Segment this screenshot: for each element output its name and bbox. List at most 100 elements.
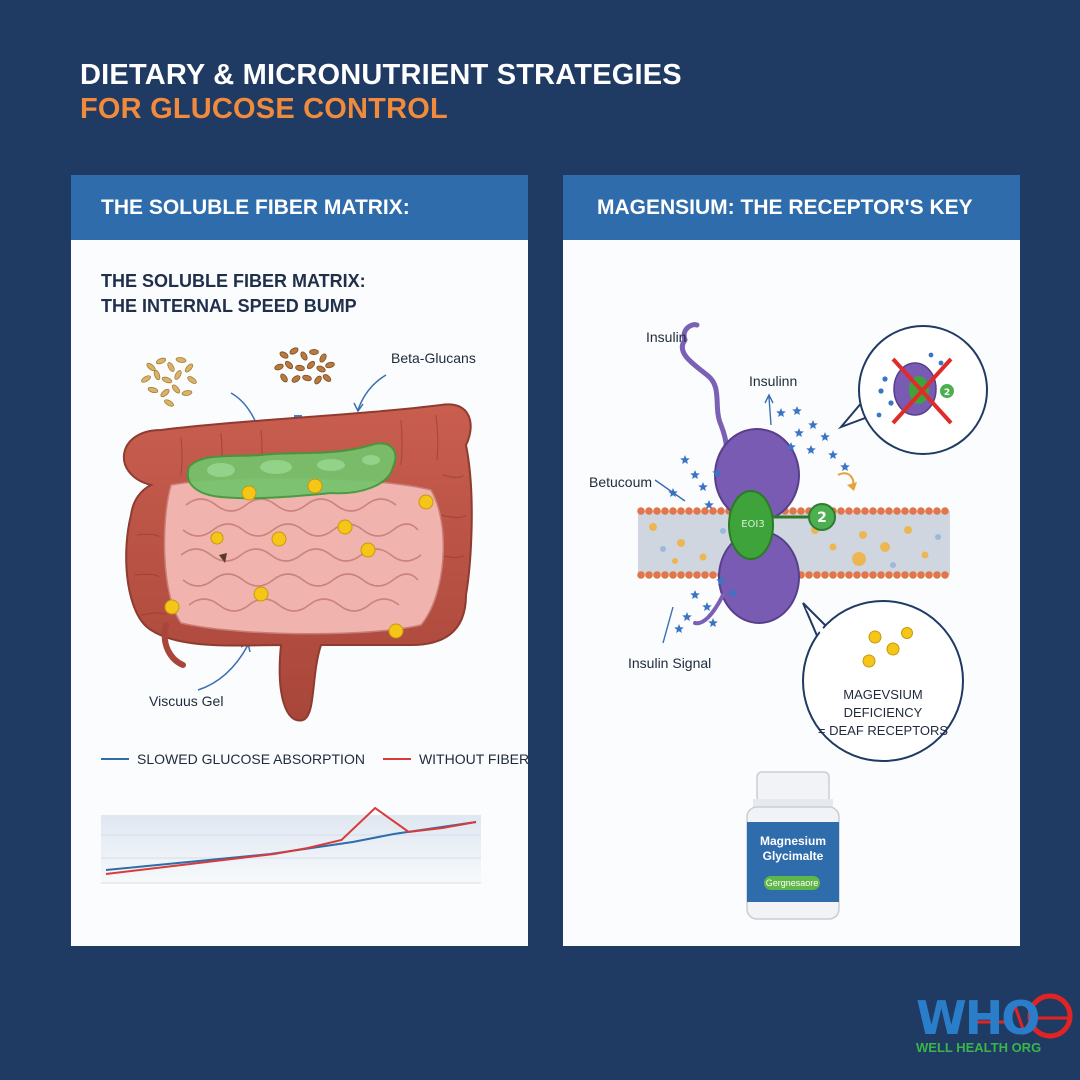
- title-line-1: DIETARY & MICRONUTRIENT STRATEGIES: [80, 59, 682, 91]
- bottle-name-line-1: Magnesium: [759, 834, 826, 848]
- magnesium-badge-label: 2: [817, 510, 827, 526]
- membrane-bead: [933, 571, 941, 579]
- membrane-bead: [797, 507, 805, 515]
- chart-legend: SLOWED GLUCOSE ABSORPTION WITHOUT FIBER: [101, 751, 547, 767]
- insulin-molecule: [792, 406, 802, 415]
- membrane-bead: [917, 507, 925, 515]
- membrane-bead: [837, 571, 845, 579]
- label-betucoum: Betucoum: [589, 474, 653, 490]
- membrane-bead: [709, 571, 717, 579]
- membrane-bead: [933, 507, 941, 515]
- legend-slowed-label: SLOWED GLUCOSE ABSORPTION: [137, 751, 365, 767]
- membrane-bead: [701, 507, 709, 515]
- title-line-2: FOR GLUCOSE CONTROL: [80, 93, 448, 125]
- insulin-molecule: [708, 618, 718, 627]
- insulin-molecule: [704, 500, 714, 509]
- membrane-bead: [885, 571, 893, 579]
- insulin-molecule: [712, 468, 722, 477]
- arrow-betucoum: [654, 479, 686, 502]
- insulin-molecule: [702, 602, 712, 611]
- deficiency-callout: [802, 600, 964, 762]
- membrane-bead: [885, 507, 893, 515]
- chart-plot-area: [101, 815, 481, 883]
- insulin-molecule: [728, 588, 738, 597]
- supplement-bottle-icon: [746, 771, 840, 920]
- magnesium-panel: MAGENSIUM: THE RECEPTOR'S KEY: [563, 175, 1020, 946]
- page-title: DIETARY & MICRONUTRIENT STRATEGIES FOR G…: [80, 58, 682, 126]
- membrane-bead: [661, 571, 669, 579]
- fiber-panel: THE SOLUBLE FIBER MATRIX: THE SOLUBLE FI…: [71, 175, 529, 946]
- legend-swatch-red: [382, 758, 411, 760]
- membrane-bead: [661, 507, 669, 515]
- barley-icon: [274, 347, 335, 385]
- insulin-molecule: [820, 432, 830, 441]
- bottle-label: Magnesium Glycimalte: [748, 834, 838, 864]
- deficiency-callout-text: MAGEVSIUM DEFICIENCY = DEAF RECEPTORS: [808, 686, 958, 740]
- membrane-bead: [893, 571, 901, 579]
- blocked-receptor-callout: [837, 325, 988, 455]
- membrane-bead: [869, 571, 877, 579]
- membrane-bead: [845, 507, 853, 515]
- logo-subtitle: WELL HEALTH ORG: [916, 1040, 1042, 1055]
- membrane-bead: [709, 507, 717, 515]
- insulin-molecule: [828, 450, 838, 459]
- insulin-molecule: [840, 462, 850, 471]
- membrane-bead: [925, 571, 933, 579]
- membrane-bead: [653, 507, 661, 515]
- insulin-chain: [680, 337, 729, 468]
- series-line-1: [105, 806, 477, 875]
- membrane-bead: [645, 507, 653, 515]
- membrane-bead: [877, 507, 885, 515]
- membrane-bead: [789, 507, 797, 515]
- fiber-subtitle-line-2: THE INTERNAL SPEED BUMP: [101, 296, 357, 316]
- insulin-molecule: [674, 624, 684, 633]
- magnesium-ion-icon: [808, 503, 836, 531]
- label-insulin-signal: Insulin Signal: [628, 655, 712, 671]
- fiber-panel-header: THE SOLUBLE FIBER MATRIX:: [71, 175, 528, 240]
- membrane-bead: [693, 571, 701, 579]
- membrane-bead: [685, 507, 693, 515]
- fiber-subtitle-line-1: THE SOLUBLE FIBER MATRIX:: [101, 271, 366, 291]
- membrane-bead: [837, 507, 845, 515]
- membrane-bead: [685, 571, 693, 579]
- membrane-bead: [669, 507, 677, 515]
- glucose-molecules: [164, 478, 434, 639]
- membrane-bead: [693, 507, 701, 515]
- insulin-receptor: [693, 428, 813, 626]
- logo-mark-icon: [972, 993, 1073, 1039]
- membrane-bead: [805, 571, 813, 579]
- membrane-bead: [677, 571, 685, 579]
- membrane-bead: [901, 507, 909, 515]
- membrane-bead: [829, 571, 837, 579]
- membrane-bead: [853, 507, 861, 515]
- legend-slowed: SLOWED GLUCOSE ABSORPTION: [101, 751, 365, 767]
- membrane-bead: [813, 571, 821, 579]
- deficiency-line-2: = DEAF RECEPTORS: [817, 723, 949, 738]
- bottle-pill-label: Gergnesaore: [764, 876, 820, 890]
- label-viscous-gel: Viscuus Gel: [149, 693, 224, 709]
- small-intestine: [163, 477, 445, 635]
- arrow-beta-glucans: [357, 374, 387, 411]
- glucose-chart: [101, 806, 481, 884]
- membrane-bead: [637, 507, 645, 515]
- label-insulinn: Insulinn: [749, 373, 798, 389]
- insulin-molecule: [794, 428, 804, 437]
- insulin-molecule: [682, 612, 692, 621]
- membrane-bead: [637, 571, 645, 579]
- membrane-bead: [861, 571, 869, 579]
- insulin-molecule: [698, 482, 708, 491]
- insulin-molecule: [690, 470, 700, 479]
- arrow-viscous-gel: [197, 644, 249, 691]
- membrane-bead: [925, 507, 933, 515]
- membrane-bead: [893, 507, 901, 515]
- insulin-molecule: [716, 576, 726, 585]
- insulin-molecule: [808, 420, 818, 429]
- membrane-bead: [941, 571, 949, 579]
- legend-without-label: WITHOUT FIBER: [418, 751, 530, 767]
- insulin-molecule: [680, 455, 690, 464]
- membrane-bead: [717, 507, 725, 515]
- membrane-bead: [845, 571, 853, 579]
- legend-without: WITHOUT FIBER: [382, 751, 530, 767]
- membrane-bead: [677, 507, 685, 515]
- callout-magnesium-badge: 2: [944, 388, 950, 398]
